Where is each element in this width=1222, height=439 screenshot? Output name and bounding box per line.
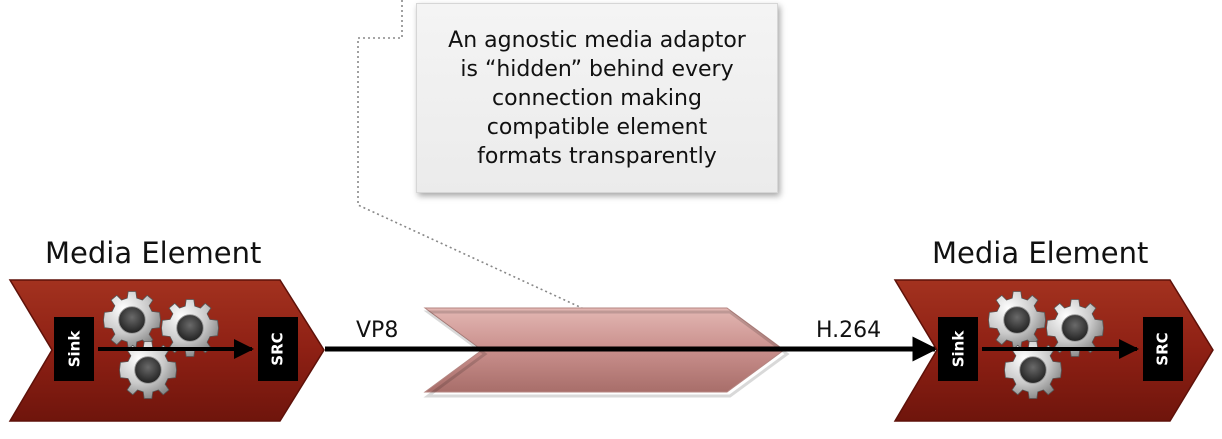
left-sink-port: Sink [54,317,94,381]
left-src-label: SRC [269,332,287,366]
right-src-label: SRC [1154,332,1172,366]
left-sink-label: Sink [64,330,83,368]
left-element-title: Media Element [45,236,262,270]
output-format-label: H.264 [816,318,882,343]
left-src-port: SRC [258,317,298,381]
callout-text: An agnostic media adaptor is “hidden” be… [448,27,746,169]
right-element-title: Media Element [932,236,1149,270]
right-media-element-body [893,279,1214,422]
adaptor-callout: An agnostic media adaptor is “hidden” be… [416,3,778,193]
right-sink-label: Sink [948,330,967,368]
input-format-label: VP8 [356,318,399,343]
callout-leader-line [357,0,583,309]
right-src-port: SRC [1143,317,1183,381]
left-media-element-body [8,279,325,422]
right-sink-port: Sink [938,317,978,381]
